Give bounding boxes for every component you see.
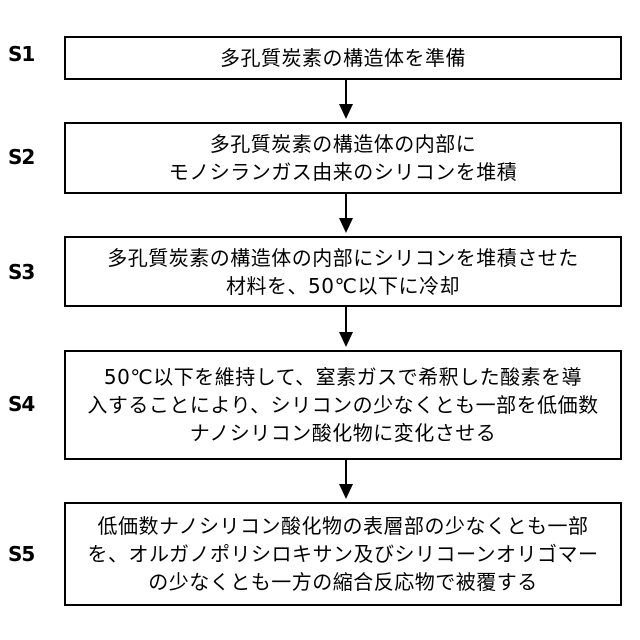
arrow-s3-s4 (339, 307, 353, 347)
step-box-s3: 多孔質炭素の構造体の内部にシリコンを堆積させた 材料を、50℃以下に冷却 (64, 236, 622, 307)
step-text-s1: 多孔質炭素の構造体を準備 (220, 44, 466, 72)
step-text-s2: 多孔質炭素の構造体の内部に モノシランガス由来のシリコンを堆積 (169, 130, 518, 186)
arrow-s2-s3 (339, 194, 353, 233)
step-box-s2: 多孔質炭素の構造体の内部に モノシランガス由来のシリコンを堆積 (64, 122, 622, 194)
step-box-s1: 多孔質炭素の構造体を準備 (64, 36, 622, 80)
step-text-s5: 低価数ナノシリコン酸化物の表層部の少なくとも一部 を、オルガノポリシロキサン及び… (88, 512, 599, 596)
step-text-s4: 50℃以下を維持して、窒素ガスで希釈した酸素を導 入することにより、シリコンの少… (87, 363, 598, 447)
step-box-s5: 低価数ナノシリコン酸化物の表層部の少なくとも一部 を、オルガノポリシロキサン及び… (64, 502, 622, 606)
step-label-s3: S3 (8, 260, 52, 284)
step-label-s5: S5 (8, 542, 52, 566)
step-label-s1: S1 (8, 42, 52, 66)
step-label-s2: S2 (8, 145, 52, 169)
step-label-s4: S4 (8, 392, 52, 416)
step-text-s3: 多孔質炭素の構造体の内部にシリコンを堆積させた 材料を、50℃以下に冷却 (107, 244, 579, 300)
arrow-s1-s2 (339, 80, 353, 119)
step-box-s4: 50℃以下を維持して、窒素ガスで希釈した酸素を導 入することにより、シリコンの少… (64, 350, 622, 460)
arrow-s4-s5 (339, 460, 353, 499)
